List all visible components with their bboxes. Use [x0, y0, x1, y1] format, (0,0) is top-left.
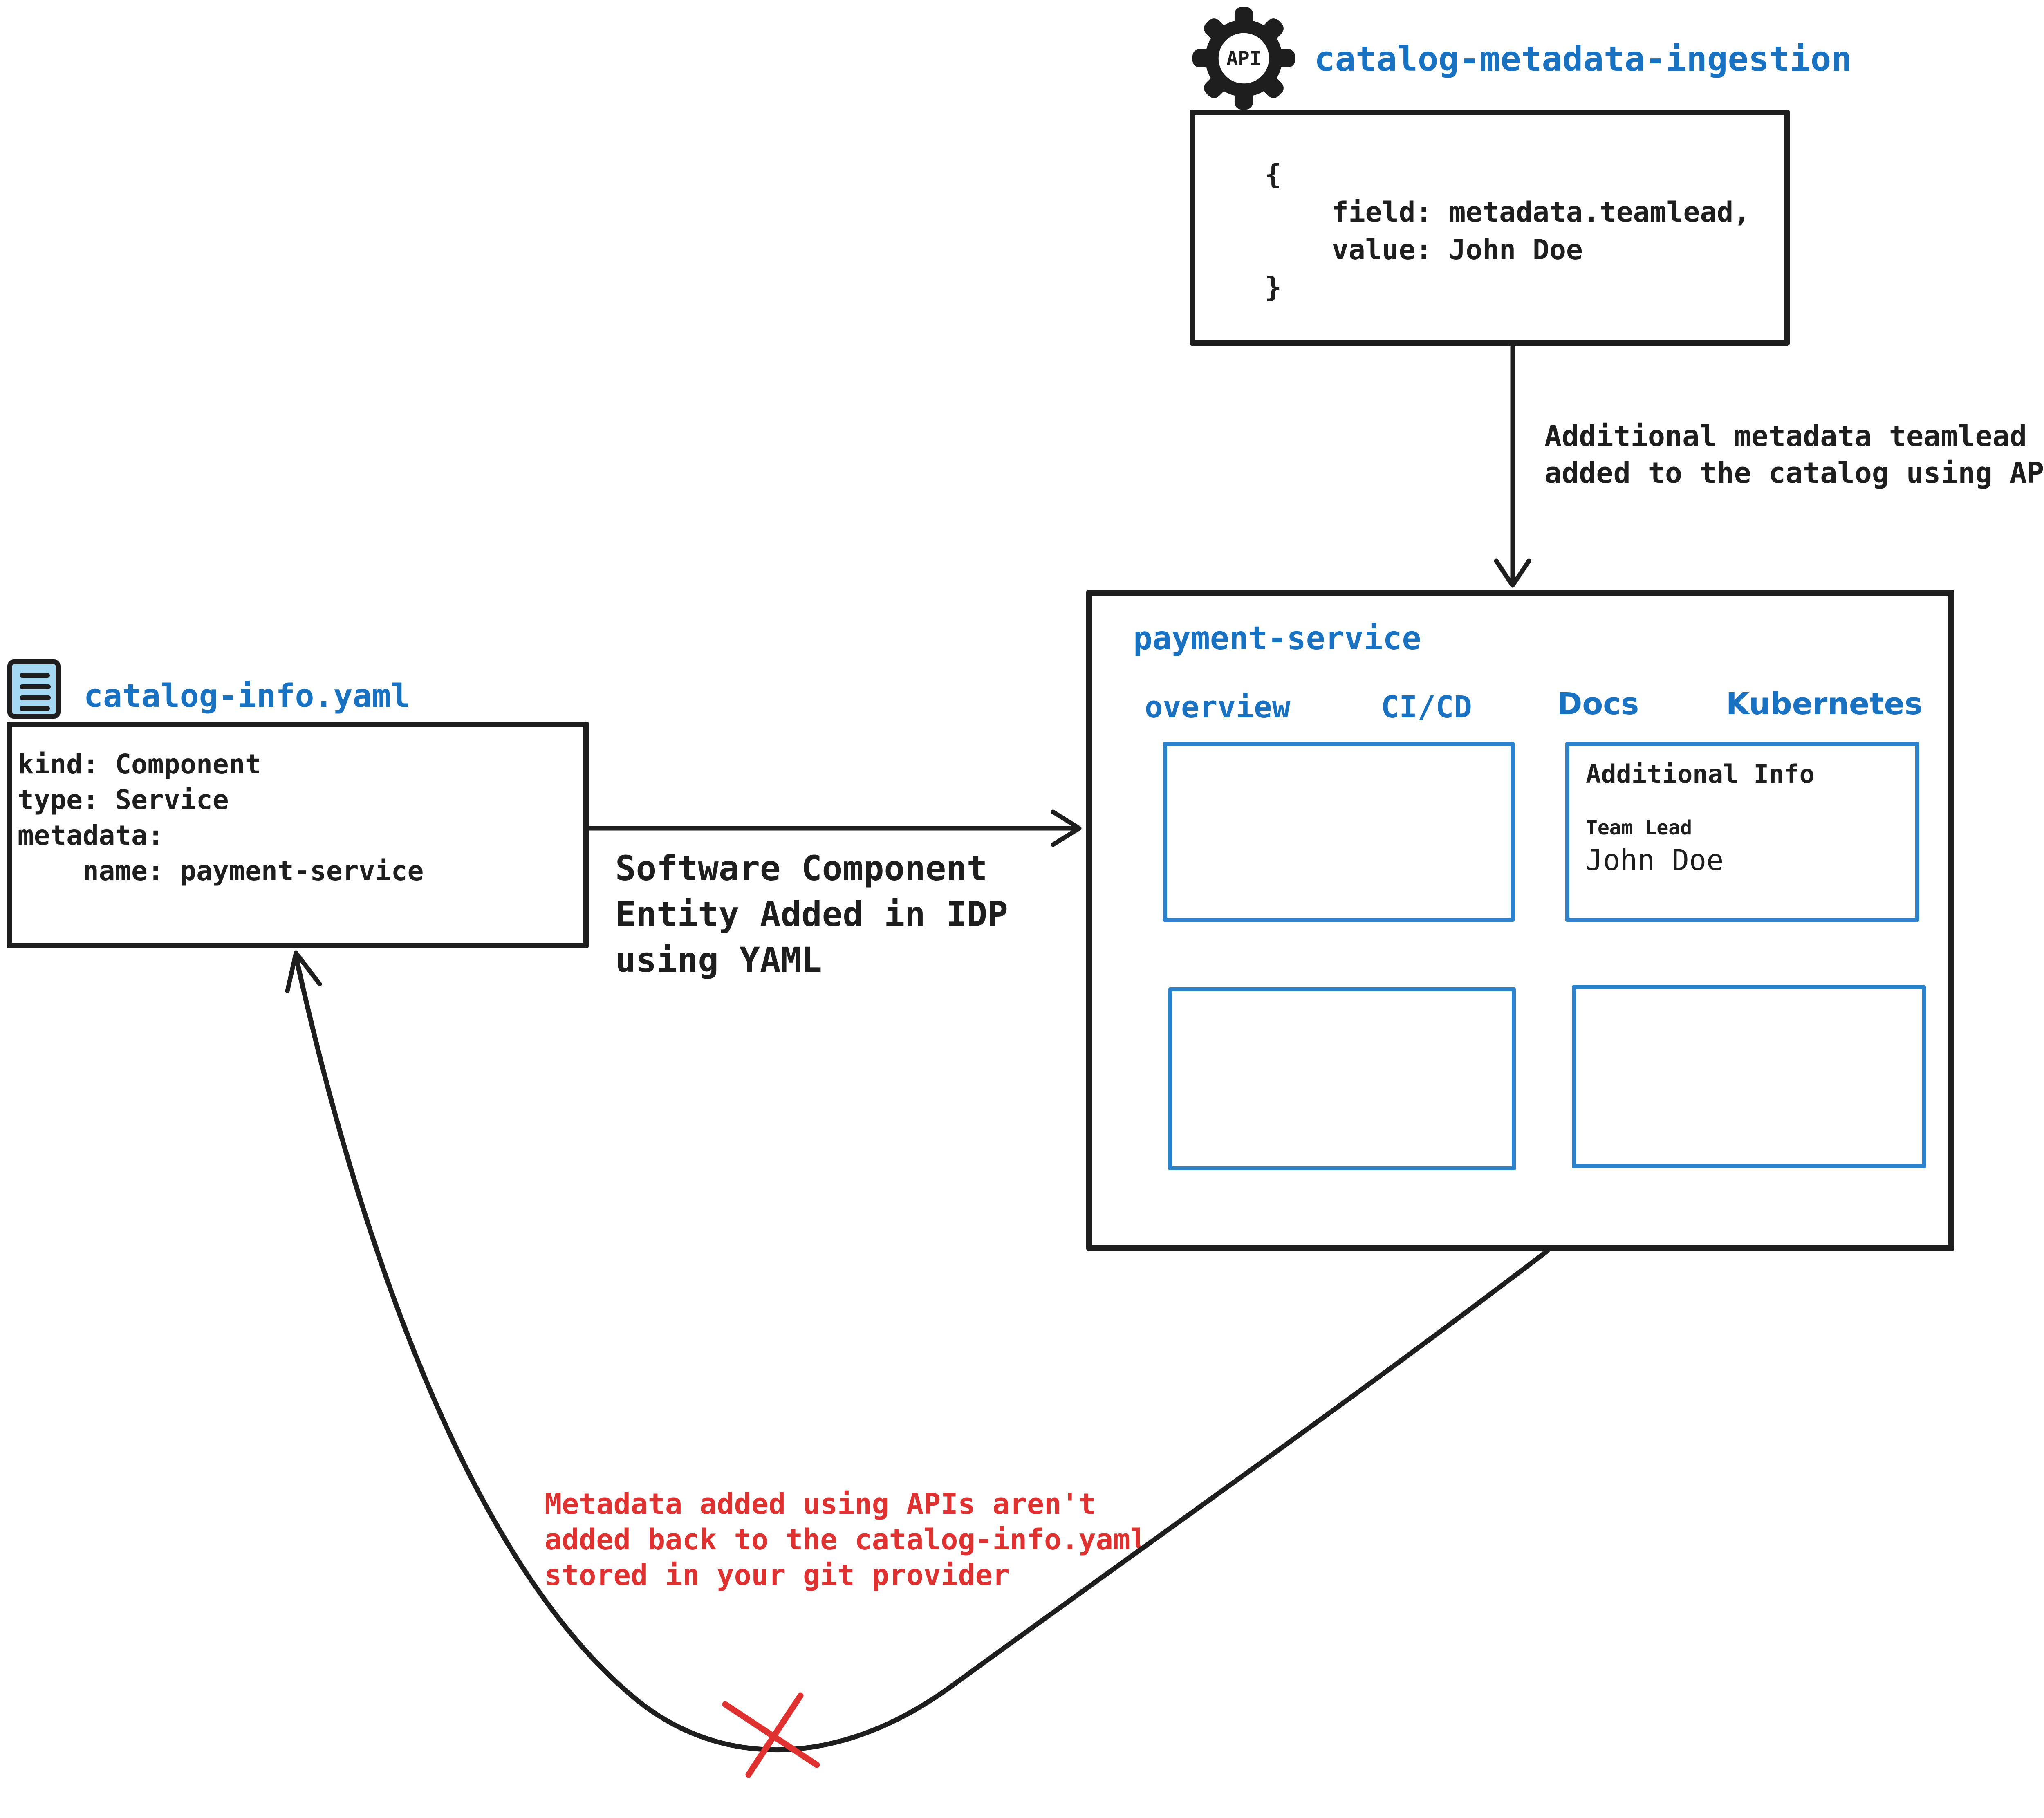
- code-line: {: [1265, 159, 1282, 191]
- api-title: catalog-metadata-ingestion: [1314, 39, 1852, 79]
- payment-title: payment-service: [1133, 620, 1421, 657]
- panel-additional-info: Additional Info Team Lead John Doe: [1565, 742, 1919, 922]
- yaml-arrowhead: [1051, 809, 1082, 847]
- payment-service-box: payment-service overview CI/CD Docs Kube…: [1086, 590, 1954, 1251]
- tab-docs: Docs: [1557, 686, 1639, 722]
- tab-overview: overview: [1145, 690, 1291, 725]
- panel-bottom-right: [1572, 985, 1926, 1168]
- rejected-x-icon: [722, 1692, 820, 1778]
- yaml-label-line-2: Entity Added in IDP: [615, 894, 1008, 934]
- yaml-title: catalog-info.yaml: [84, 678, 410, 715]
- panel-overview-content: [1163, 742, 1515, 922]
- feedback-arrowhead: [285, 950, 322, 993]
- warning-note-line-3: stored in your git provider: [545, 1558, 1010, 1592]
- tab-cicd: CI/CD: [1381, 690, 1472, 725]
- api-code-box: { field: metadata.teamlead, value: John …: [1190, 110, 1790, 346]
- panel-bottom-left: [1168, 987, 1516, 1170]
- ingest-label-line-2: added to the catalog using APIs: [1544, 456, 2044, 490]
- yaml-line: name: payment-service: [18, 855, 424, 887]
- yaml-label-line-3: using YAML: [615, 940, 822, 980]
- ingest-label-line-1: Additional metadata teamlead: [1544, 419, 2027, 453]
- team-lead-value: John Doe: [1586, 843, 1724, 877]
- additional-info-heading: Additional Info: [1586, 759, 1815, 789]
- yaml-box: kind: Component type: Service metadata: …: [7, 722, 589, 948]
- ingest-arrowhead: [1494, 558, 1531, 588]
- api-gear-icon: API: [1192, 7, 1295, 110]
- document-lines-icon: [7, 659, 61, 719]
- code-line: value: John Doe: [1265, 234, 1583, 266]
- code-line: }: [1265, 271, 1282, 304]
- warning-note-line-1: Metadata added using APIs aren't: [545, 1487, 1096, 1521]
- code-line: field: metadata.teamlead,: [1265, 196, 1750, 229]
- team-lead-label: Team Lead: [1586, 816, 1692, 839]
- yaml-label-line-1: Software Component: [615, 848, 988, 888]
- tab-kubernetes: Kubernetes: [1726, 686, 1923, 722]
- warning-note-line-2: added back to the catalog-info.yaml: [545, 1523, 1148, 1556]
- yaml-line: metadata:: [18, 820, 164, 851]
- api-icon-label: API: [1226, 47, 1261, 70]
- yaml-line: type: Service: [18, 784, 229, 816]
- yaml-line: kind: Component: [18, 749, 262, 780]
